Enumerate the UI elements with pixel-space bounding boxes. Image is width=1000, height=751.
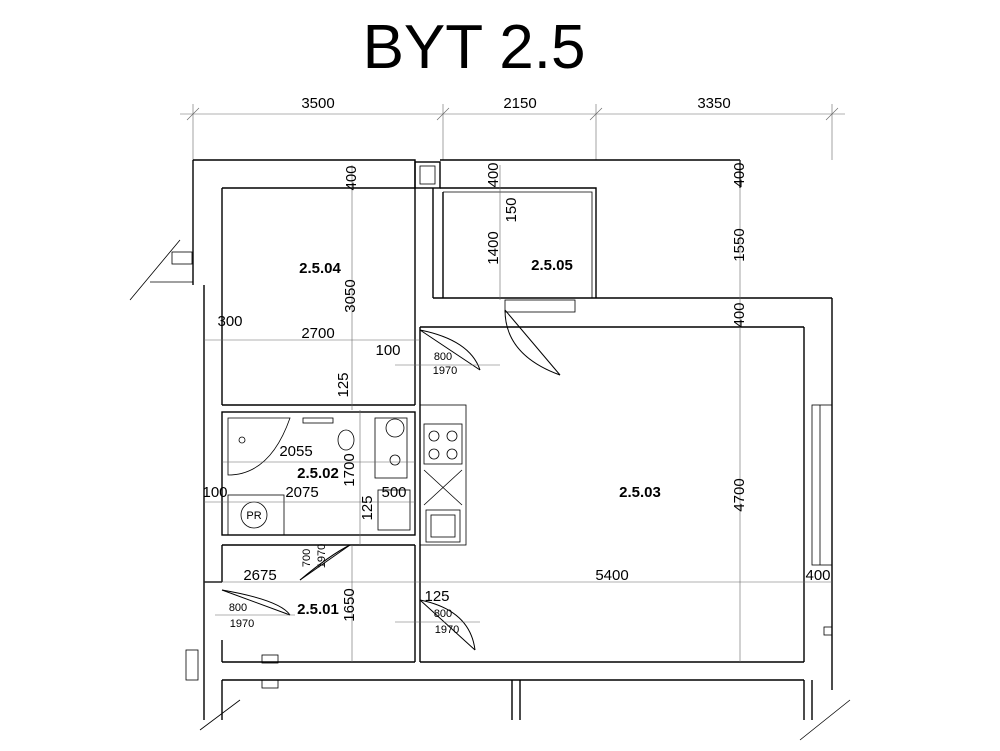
dimension-300: 300 xyxy=(217,313,242,330)
dimension-100-a: 100 xyxy=(375,342,400,359)
dimension-2075: 2075 xyxy=(285,484,318,501)
pr-label: PR xyxy=(246,510,261,522)
dimension-500: 500 xyxy=(381,484,406,501)
door-height-4: 1970 xyxy=(435,624,459,636)
dimension-2055: 2055 xyxy=(279,443,312,460)
dimension-4700: 4700 xyxy=(731,478,748,511)
dimension-1400: 1400 xyxy=(485,231,502,264)
plan-title: BYT 2.5 xyxy=(363,13,586,82)
door-width-4: 800 xyxy=(434,608,452,620)
dimension-top-3: 3350 xyxy=(697,95,730,112)
dimension-3050: 3050 xyxy=(342,279,359,312)
dimension-top-1: 3500 xyxy=(301,95,334,112)
dimension-1650: 1650 xyxy=(341,588,358,621)
dimension-lines xyxy=(204,160,832,662)
room-label-2-5-04: 2.5.04 xyxy=(299,260,341,277)
dimension-100-b: 100 xyxy=(202,484,227,501)
room-label-2-5-03: 2.5.03 xyxy=(619,484,661,501)
room-label-2-5-02: 2.5.02 xyxy=(297,465,339,482)
dimension-400-a: 400 xyxy=(343,165,360,190)
dimension-400-b: 400 xyxy=(485,162,502,187)
dimension-400-c: 400 xyxy=(731,162,748,187)
door-width-2: 700 xyxy=(301,549,313,567)
dimension-125-b: 125 xyxy=(359,495,376,520)
dimension-400-e: 400 xyxy=(805,567,830,584)
dimension-400-d: 400 xyxy=(731,302,748,327)
room-label-2-5-05: 2.5.05 xyxy=(531,257,573,274)
door-width-3: 800 xyxy=(229,602,247,614)
door-height-1: 1970 xyxy=(433,365,457,377)
room-label-2-5-01: 2.5.01 xyxy=(297,601,339,618)
door-height-3: 1970 xyxy=(230,618,254,630)
dimension-2700: 2700 xyxy=(301,325,334,342)
door-width-1: 800 xyxy=(434,351,452,363)
dimension-1700: 1700 xyxy=(341,453,358,486)
top-dimension-line xyxy=(180,104,845,160)
dimension-2675: 2675 xyxy=(243,567,276,584)
dimension-5400: 5400 xyxy=(595,567,628,584)
kitchen-counter xyxy=(419,404,467,546)
doors xyxy=(221,299,576,651)
dimension-125-c: 125 xyxy=(424,588,449,605)
dimension-150: 150 xyxy=(503,197,520,222)
bathroom-fixtures xyxy=(227,417,411,536)
dimension-125-a: 125 xyxy=(335,372,352,397)
dimension-1550: 1550 xyxy=(731,228,748,261)
door-height-2: 1970 xyxy=(316,544,328,568)
dimension-top-2: 2150 xyxy=(503,95,536,112)
